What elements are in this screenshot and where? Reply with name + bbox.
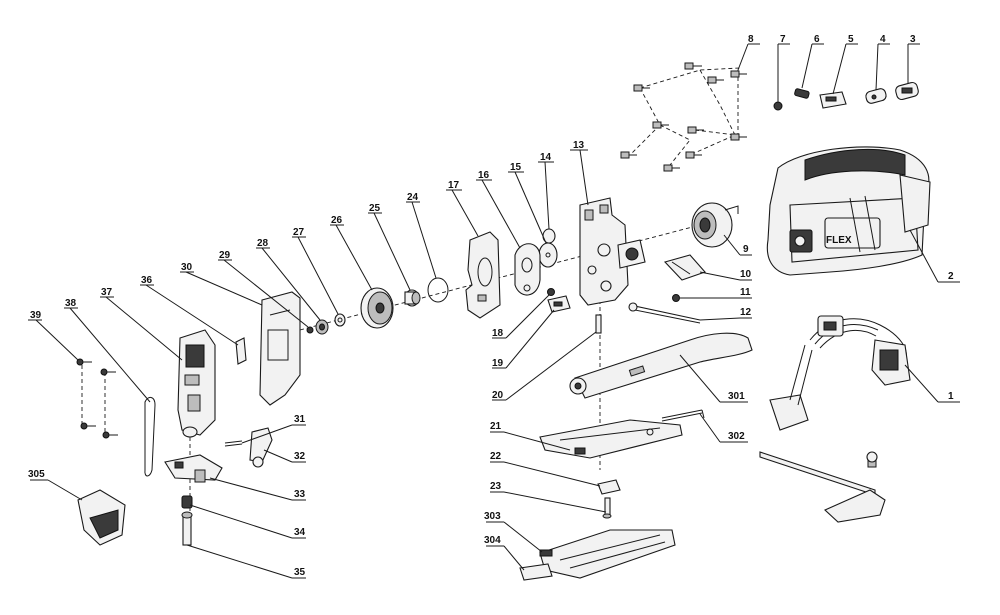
disc-15 (538, 242, 558, 268)
callout-7: 7 (780, 34, 786, 45)
bearing-28 (315, 319, 329, 335)
callout-27: 27 (293, 227, 305, 238)
callout-22: 22 (490, 451, 502, 462)
ring-18 (547, 288, 555, 296)
pin-20 (595, 314, 602, 334)
callout-17: 17 (448, 180, 460, 191)
callout-38: 38 (65, 298, 77, 309)
callout-28: 28 (257, 238, 269, 249)
callout-301: 301 (728, 391, 745, 402)
callout-8: 8 (748, 34, 754, 45)
callout-14: 14 (540, 152, 552, 163)
housing-2: FLEX (766, 146, 931, 276)
shoe-303 (539, 529, 676, 579)
callout-9: 9 (743, 244, 749, 255)
callout-304: 304 (484, 535, 501, 546)
callout-302: 302 (728, 431, 745, 442)
callout-10: 10 (740, 269, 752, 280)
bushing-25 (404, 289, 421, 307)
callout-26: 26 (331, 215, 343, 226)
o-ring-24 (427, 277, 449, 303)
callout-23: 23 (490, 481, 502, 492)
callout-4: 4 (880, 34, 886, 45)
callout-24: 24 (407, 192, 419, 203)
lever-3 (895, 81, 919, 101)
rod-12 (628, 302, 701, 324)
callout-16: 16 (478, 170, 490, 181)
callout-12: 12 (740, 307, 752, 318)
switch-5 (819, 91, 847, 109)
callout-5: 5 (848, 34, 854, 45)
leader-lines (28, 43, 960, 579)
callout-1: 1 (948, 391, 954, 402)
callout-6: 6 (814, 34, 820, 45)
callout-18: 18 (492, 328, 504, 339)
callout-33: 33 (294, 489, 306, 500)
switch-assembly-1 (769, 315, 911, 431)
ring-29 (306, 326, 314, 334)
washer-27 (334, 313, 346, 327)
bracket-17 (465, 231, 501, 319)
plunger-housing-37 (177, 329, 216, 438)
hex-key-302 (661, 409, 705, 422)
callout-20: 20 (492, 390, 504, 401)
dust-tube-301 (569, 332, 753, 399)
callout-34: 34 (294, 527, 306, 538)
callout-39: 39 (30, 310, 42, 321)
spring-34 (181, 495, 193, 509)
bearing-11 (672, 294, 680, 302)
pin-31 (224, 440, 243, 447)
callout-35: 35 (294, 567, 306, 578)
carrier-33 (164, 454, 223, 483)
callout-19: 19 (492, 358, 504, 369)
brand-logo: FLEX (826, 235, 852, 246)
callout-labels: 8 7 6 5 4 3 13 14 15 16 17 24 25 26 27 2… (28, 34, 954, 578)
callout-305: 305 (28, 469, 45, 480)
gearbox-13 (579, 197, 646, 306)
callout-13: 13 (573, 140, 585, 151)
callout-3: 3 (910, 34, 916, 45)
wire-spring-38 (144, 397, 156, 477)
block-22 (597, 479, 621, 495)
motor-9 (691, 202, 739, 248)
callout-29: 29 (219, 250, 231, 261)
callout-11: 11 (740, 287, 751, 298)
plate-30 (259, 291, 301, 406)
blade-clamp-35 (181, 511, 193, 546)
callout-36: 36 (141, 275, 153, 286)
callout-303: 303 (484, 511, 501, 522)
callout-25: 25 (369, 203, 381, 214)
guide-bar (759, 451, 886, 523)
screws-39 (76, 358, 118, 439)
clip-36 (235, 337, 247, 365)
spring-6 (794, 88, 810, 99)
screw-23 (602, 497, 612, 519)
pad-304 (519, 563, 553, 581)
gear-wheel-26 (360, 287, 394, 329)
callout-37: 37 (101, 287, 113, 298)
callout-32: 32 (294, 451, 306, 462)
cover-305 (77, 489, 126, 546)
bracket-10 (663, 254, 706, 281)
nut-7 (773, 101, 783, 111)
callout-30: 30 (181, 262, 193, 273)
screw-set-8 (620, 62, 747, 172)
callout-21: 21 (490, 421, 502, 432)
callout-2: 2 (948, 271, 954, 282)
button-4 (865, 88, 887, 104)
callout-31: 31 (294, 414, 306, 425)
base-plate-21 (539, 419, 683, 459)
clamp-19 (547, 295, 571, 313)
callout-15: 15 (510, 162, 522, 173)
plate-16 (514, 243, 541, 296)
